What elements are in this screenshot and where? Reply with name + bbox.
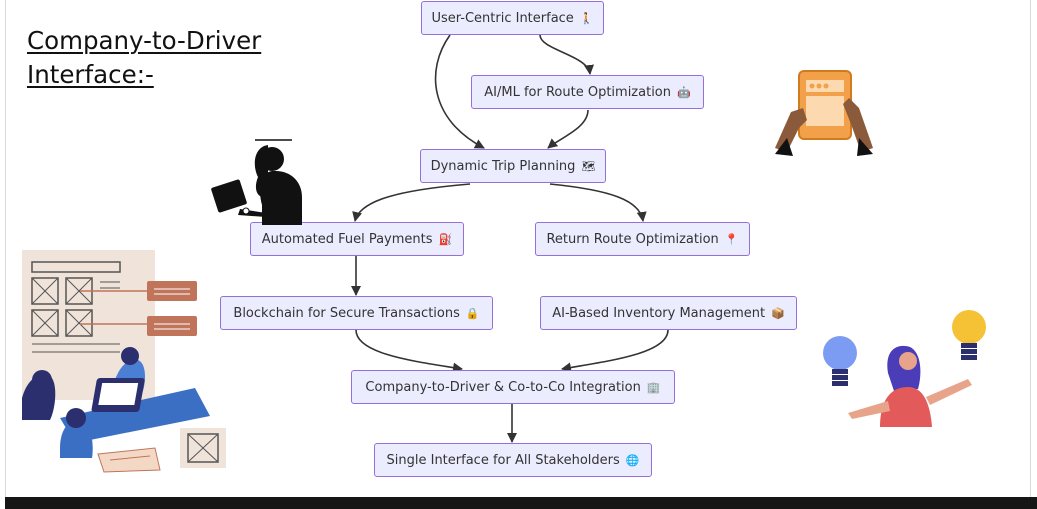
edge-bc-int bbox=[355, 329, 463, 373]
walking-person-icon: 🚶 bbox=[579, 11, 594, 25]
map-icon: 🗺 bbox=[581, 159, 596, 173]
node-automated-fuel-payments: Automated Fuel Payments ⛽ bbox=[250, 222, 464, 256]
woman-with-lightbulbs-illustration bbox=[823, 310, 986, 427]
node-label: User-Centric Interface bbox=[431, 10, 574, 26]
node-single-interface-stakeholders: Single Interface for All Stakeholders 🌐 bbox=[374, 443, 652, 477]
edge-dtp-fuel bbox=[352, 183, 471, 222]
edge-ui-dtp bbox=[434, 34, 485, 149]
fuel-pump-icon: ⛽ bbox=[438, 232, 453, 246]
node-label: Return Route Optimization bbox=[546, 231, 719, 247]
left-frame-line bbox=[5, 0, 6, 497]
office-building-icon: 🏢 bbox=[646, 380, 661, 394]
office-workers-desk-illustration bbox=[22, 250, 226, 473]
node-label: Dynamic Trip Planning bbox=[430, 158, 576, 174]
node-user-centric-interface: User-Centric Interface 🚶 bbox=[421, 1, 604, 35]
edge-ui-ai bbox=[539, 34, 595, 75]
node-label: Single Interface for All Stakeholders bbox=[386, 452, 620, 468]
node-company-driver-integration: Company-to-Driver & Co-to-Co Integration… bbox=[351, 370, 675, 404]
node-label: Company-to-Driver & Co-to-Co Integration bbox=[365, 379, 641, 395]
robot-icon: 🤖 bbox=[677, 85, 691, 99]
node-label: Automated Fuel Payments bbox=[261, 231, 433, 247]
node-blockchain-secure-transactions: Blockchain for Secure Transactions 🔒 bbox=[220, 296, 493, 330]
title-line-2: Interface:- bbox=[27, 60, 154, 89]
woman-with-laptop-illustration bbox=[211, 139, 302, 225]
node-return-route-optimization: Return Route Optimization 📍 bbox=[535, 222, 750, 256]
edge-ai-dtp bbox=[547, 109, 589, 149]
slide-title: Company-to-Driver Interface:- bbox=[27, 24, 327, 92]
title-line-1: Company-to-Driver bbox=[27, 26, 262, 55]
lock-icon: 🔒 bbox=[465, 306, 480, 320]
hands-holding-tablet-illustration bbox=[775, 70, 873, 156]
location-pin-icon: 📍 bbox=[724, 232, 739, 246]
node-ai-inventory-management: AI-Based Inventory Management 📦 bbox=[540, 296, 797, 330]
node-label: AI/ML for Route Optimization bbox=[484, 84, 672, 100]
edge-dtp-ret bbox=[549, 183, 647, 222]
bottom-bar bbox=[5, 497, 1037, 509]
right-frame-line bbox=[1030, 0, 1031, 497]
node-ai-ml-route-optimization: AI/ML for Route Optimization 🤖 bbox=[471, 75, 704, 109]
globe-icon: 🌐 bbox=[625, 453, 640, 467]
node-label: AI-Based Inventory Management bbox=[552, 305, 766, 321]
node-dynamic-trip-planning: Dynamic Trip Planning 🗺 bbox=[420, 149, 606, 183]
package-icon: 📦 bbox=[771, 306, 785, 320]
node-label: Blockchain for Secure Transactions bbox=[233, 305, 460, 321]
edge-inv-int bbox=[561, 329, 669, 373]
